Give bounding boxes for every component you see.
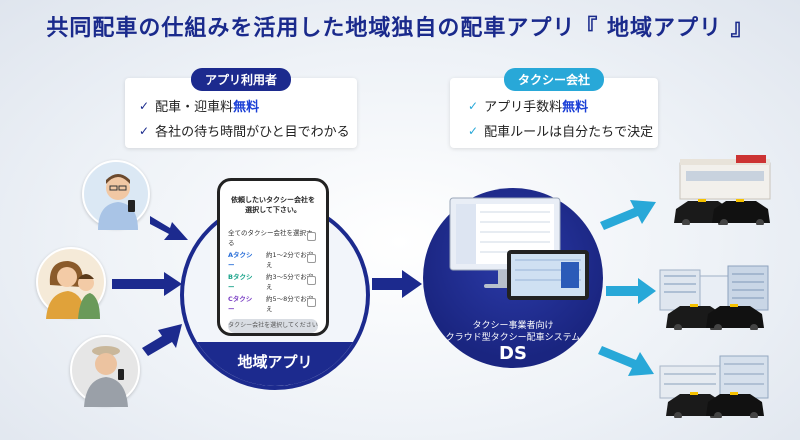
user-badge: アプリ利用者 [190, 68, 292, 91]
phone-option-c[interactable]: Cタクシー約5～8分でお迎え [228, 295, 318, 313]
arrow-user2-icon [112, 272, 182, 296]
phone-option-all[interactable]: 全てのタクシー会社を選択する [228, 229, 318, 247]
app-label: 地域アプリ [237, 353, 313, 371]
phone-option-b[interactable]: Bタクシー約3～5分でお迎え [228, 273, 318, 291]
ds-line2: クラウド型タクシー配車システム [445, 333, 581, 343]
user2-avatar [36, 247, 106, 319]
phone-heading: 依頼したいタクシー会社を選択して下さい。 [231, 196, 315, 214]
arrow-ds-to-company2-icon [606, 278, 656, 304]
check-icon: ✓ [139, 123, 150, 138]
checkbox-icon [307, 276, 316, 285]
taxi-office-2-icon [659, 265, 769, 330]
ds-line1: タクシー事業者向け [472, 321, 554, 331]
user-benefit-1: ✓ 配車・迎車料 無料 [139, 98, 260, 116]
man-with-glasses-icon [98, 174, 138, 230]
user-benefit-2: ✓ 各社の待ち時間がひと目でわかる [139, 123, 350, 141]
taxi-office-3-icon [659, 355, 769, 418]
user-benefits-card: アプリ利用者 ✓ 配車・迎車料 無料 ✓ 各社の待ち時間がひと目でわかる [125, 68, 357, 148]
user3-avatar [70, 335, 140, 407]
phone-option-a[interactable]: Aタクシー約1～2分でお迎え [228, 251, 318, 269]
check-icon: ✓ [468, 98, 479, 113]
phone-mockup: 依頼したいタクシー会社を選択して下さい。 全てのタクシー会社を選択する Aタクシ… [217, 178, 329, 336]
company-badge: タクシー会社 [503, 68, 605, 91]
checkbox-icon [307, 232, 316, 241]
page-title: 共同配車の仕組みを活用した地域独自の配車アプリ『 地域アプリ 』 [46, 16, 754, 41]
select-company-button[interactable]: タクシー会社を選択してください [228, 319, 318, 333]
company-benefit-1: ✓ アプリ手数料 無料 [468, 98, 589, 116]
check-icon: ✓ [468, 123, 479, 138]
checkbox-icon [307, 254, 316, 263]
ds-name: DS [499, 343, 527, 364]
user1-avatar [82, 160, 150, 230]
elderly-man-icon [84, 346, 128, 407]
arrow-ds-to-company1-icon [600, 200, 656, 230]
taxi-office-1-icon [674, 155, 771, 225]
woman-with-child-icon [46, 261, 100, 319]
company-benefit-2: ✓ 配車ルールは自分たちで決定 [468, 123, 654, 141]
arrow-app-to-ds-icon [372, 270, 422, 298]
check-icon: ✓ [139, 98, 150, 113]
arrow-user1-icon [150, 216, 188, 240]
arrow-user3-icon [142, 324, 182, 356]
company-benefits-card: タクシー会社 ✓ アプリ手数料 無料 ✓ 配車ルールは自分たちで決定 [450, 68, 658, 148]
checkbox-icon [307, 298, 316, 307]
tablet-icon [507, 250, 589, 300]
arrow-ds-to-company3-icon [598, 346, 654, 376]
